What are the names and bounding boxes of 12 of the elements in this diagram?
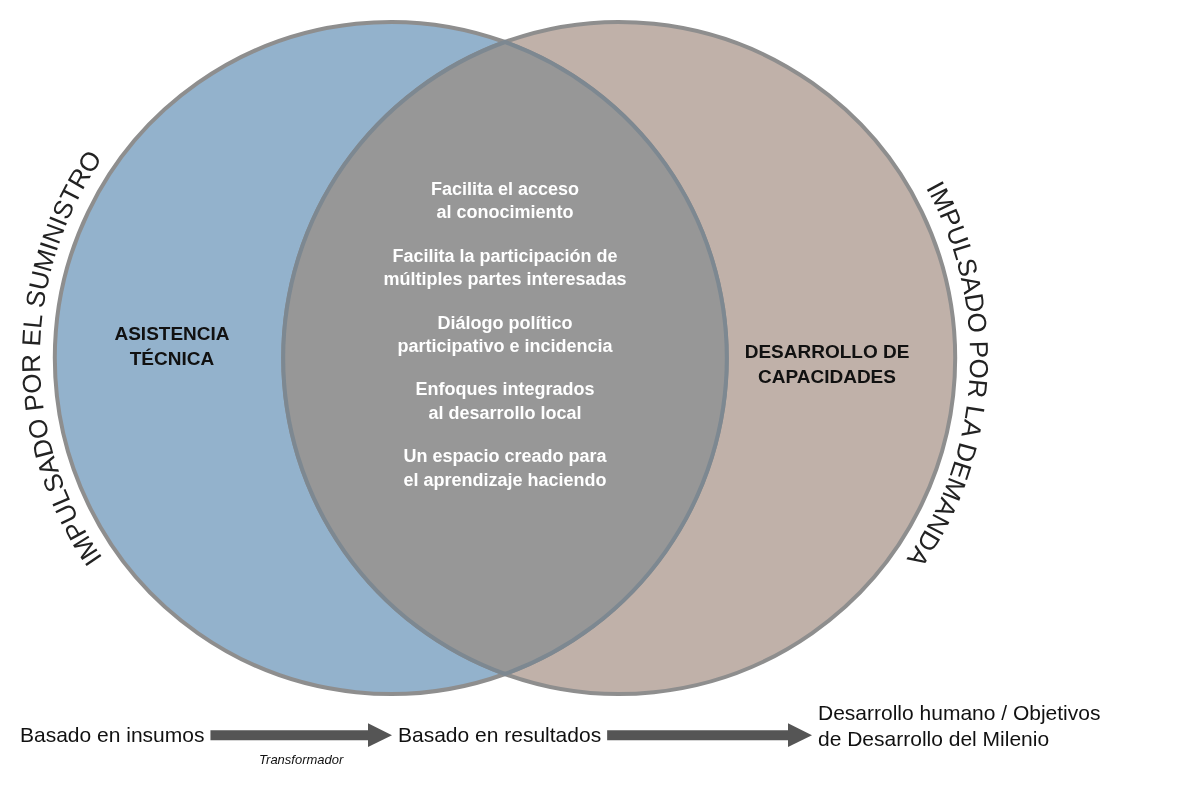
overlap-text: Facilita el acceso al conocimiento: [429, 178, 581, 225]
arrow: [607, 723, 812, 748]
overlap-text: Facilita la participación de múltiples partes interesadas: [382, 244, 628, 292]
circle-label: DESARROLLO DE CAPACIDADES: [743, 340, 911, 389]
circle-label: ASISTENCIA TÉCNICA: [113, 322, 231, 371]
stage-label: Basado en insumos: [14, 722, 211, 749]
overlap-text: Diálogo político participativo e incidencia: [396, 311, 614, 358]
arrow: [210, 723, 392, 748]
stage-label: Basado en resultados: [392, 722, 608, 749]
overlap-text: Enfoques integrados al desarrollo local: [414, 378, 596, 425]
overlap-text: Un espacio creado para el aprendizaje haciendo: [402, 445, 608, 492]
stage-label: Desarrollo humano / Objetivos de Desarrollo del Milenio: [812, 700, 1196, 753]
